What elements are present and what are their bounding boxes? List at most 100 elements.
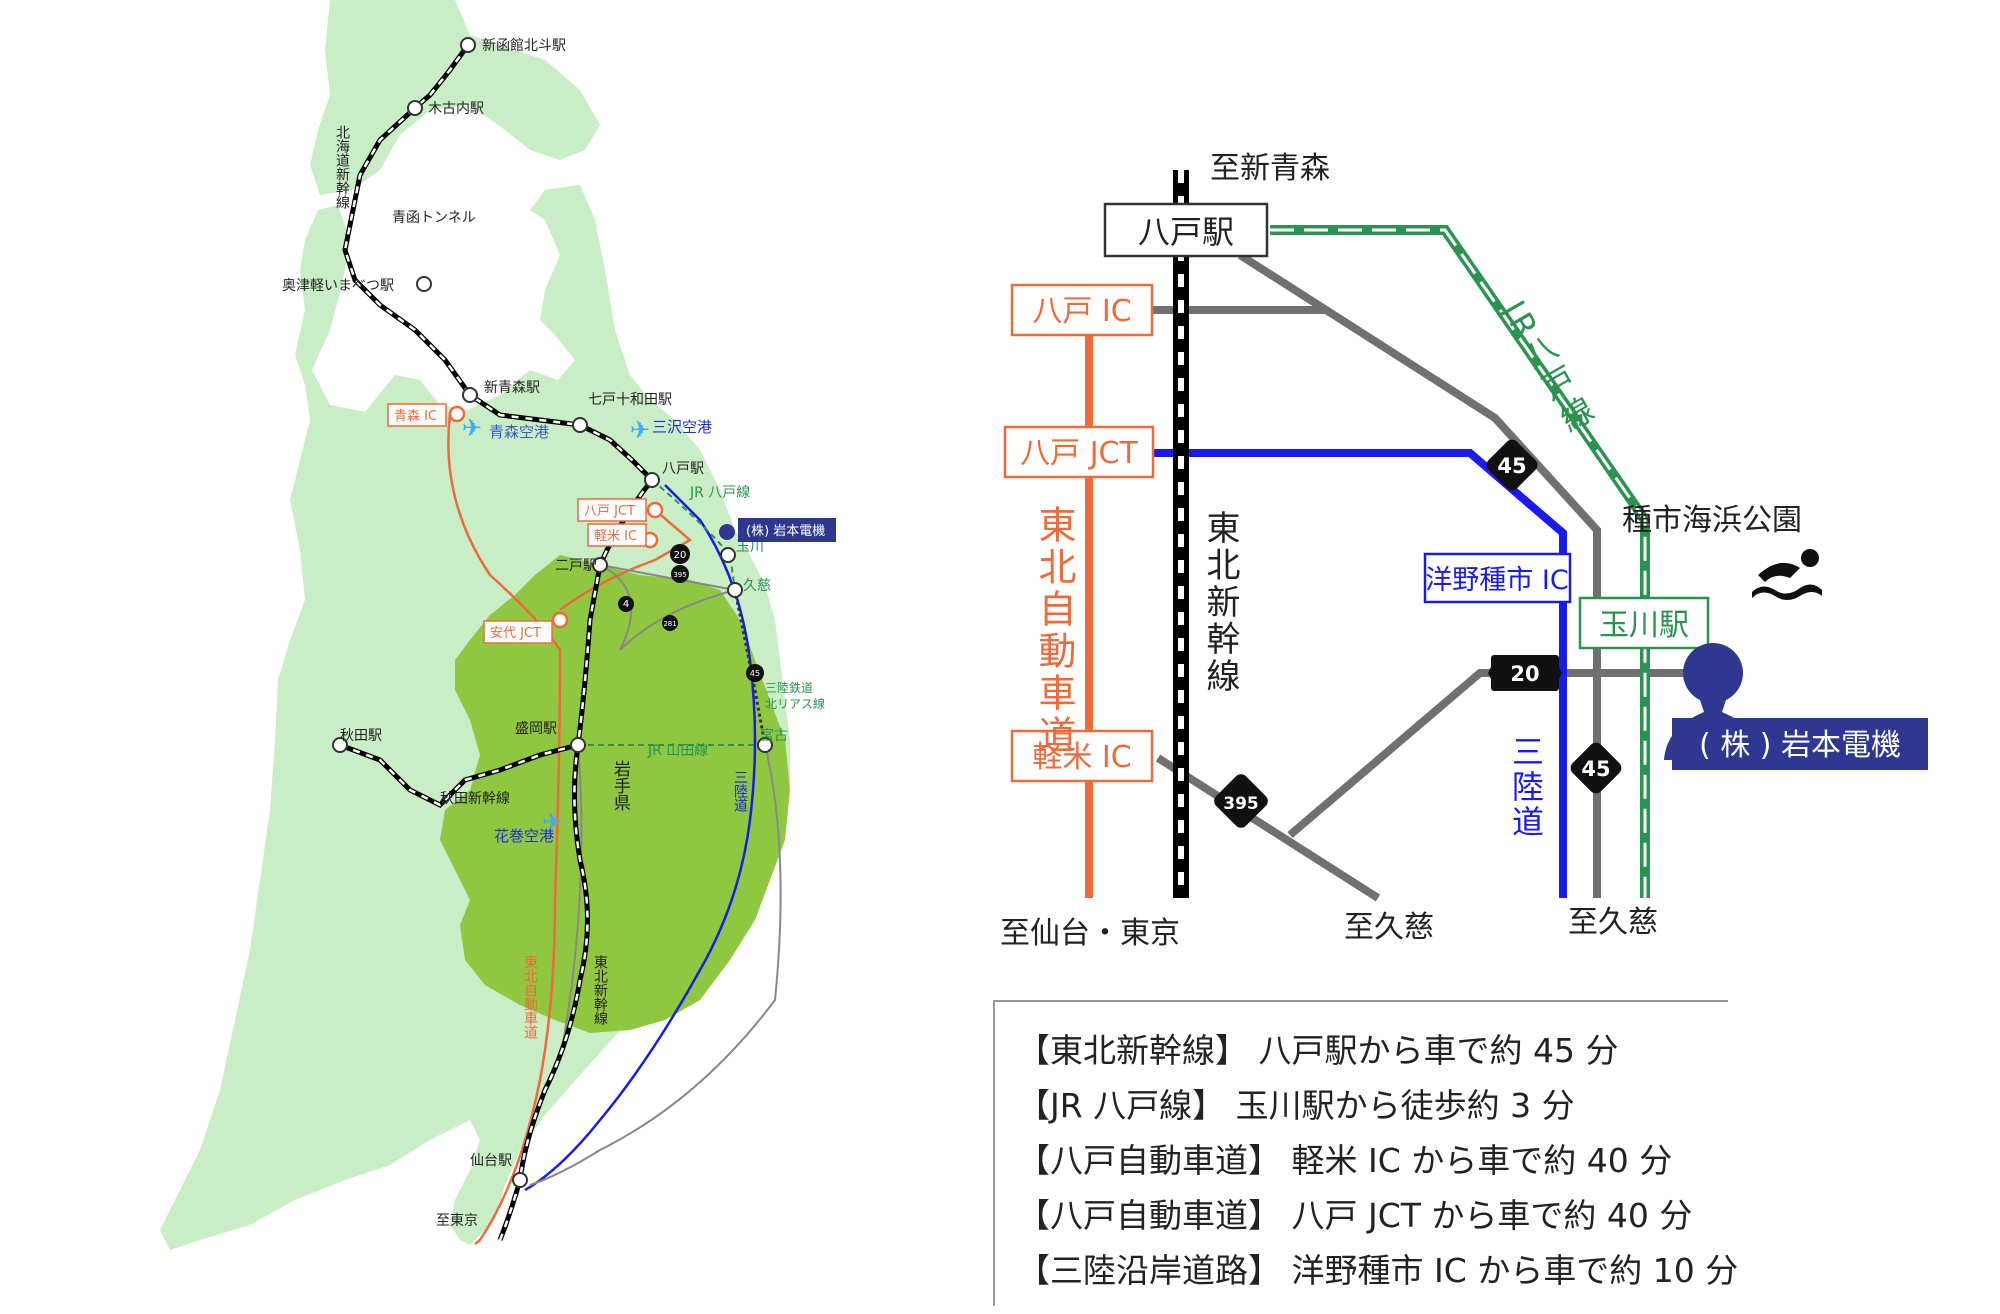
station-marker-shin-aomori [462, 387, 478, 403]
box-hirono-taneichi-ic [1423, 552, 1572, 604]
label-hokkaido-shinkansen: 北海道新幹線 [334, 125, 350, 209]
ic-marker-aomori [448, 405, 466, 423]
box-company-detail [1672, 718, 1928, 770]
label-kikonai: 木古内駅 [428, 101, 484, 117]
label-sanriku-road-detail: 三陸道 [1507, 735, 1545, 840]
box-karumai-ic [587, 523, 647, 547]
label-sanriku-road: 三陸道 [732, 770, 748, 813]
label-hachinohe-ic: 八戸 IC [1032, 294, 1131, 329]
label-to-kuji-1: 至久慈 [1344, 910, 1434, 945]
access-line-hachinohe-jct: 【八戸自動車道】 八戸 JCT から車で約 40 分 [1017, 1196, 1693, 1235]
label-aomori-airport: 青森空港 [489, 423, 549, 441]
label-akita: 秋田駅 [340, 728, 382, 744]
label-tamagawa: 玉川 [736, 539, 764, 555]
station-marker-shin-hakodate [460, 37, 476, 53]
company-marker-overview [719, 524, 735, 540]
label-company-detail: ( 株 ) 岩本電機 [1699, 728, 1901, 763]
box-hachinohe-ic [1010, 283, 1154, 337]
airport-icon-misawa: ✈ [630, 416, 650, 444]
station-marker-tamagawa [720, 547, 736, 563]
label-akita-shinkansen: 秋田新幹線 [440, 790, 510, 807]
land-iwate [440, 555, 790, 1033]
label-aomori-ic: 青森 IC [394, 409, 437, 424]
station-marker-sendai [512, 1172, 528, 1188]
access-line-shinkansen: 【東北新幹線】 八戸駅から車で約 45 分 [1017, 1031, 1619, 1070]
expressway-branch-hachinohe [559, 509, 693, 612]
sanriku-road-line [1152, 449, 1567, 898]
airport-icon-hanamaki: ✈ [542, 808, 562, 836]
label-company-overview: (株) 岩本電機 [746, 524, 825, 539]
label-karumai-ic: 軽米 IC [594, 529, 637, 544]
station-marker-morioka [570, 737, 586, 753]
label-hirono-taneichi-ic: 洋野種市 IC [1425, 565, 1568, 596]
detail-map: 45 20 395 45 八戸駅 至新青森 八戸 IC 八戸 JCT 軽米 IC… [1000, 151, 1928, 951]
label-karumai-ic-detail: 軽米 IC [1032, 740, 1131, 775]
label-tohoku-expressway: 東北自動車道 [522, 955, 538, 1040]
label-taneichi-park: 種市海浜公園 [1622, 503, 1802, 538]
land-hokkaido [310, 0, 600, 195]
swimmer-icon [1752, 549, 1822, 600]
road-route-20 [1287, 669, 1700, 839]
box-karumai-ic-detail [1010, 729, 1154, 783]
box-ashiro-jct [483, 620, 553, 644]
route-badge-45: 45 [750, 669, 760, 678]
label-tohoku-expressway-detail: 東北自動車道 [1032, 505, 1076, 757]
sanriku-railway-route [733, 589, 767, 746]
label-shin-aomori: 新青森駅 [484, 380, 540, 396]
route-badge-395-detail: 395 [1223, 794, 1259, 814]
label-sendai: 仙台駅 [470, 1153, 512, 1169]
airport-icon-aomori: ✈ [462, 414, 482, 442]
label-jr-yamada: JR 山田線 [647, 743, 708, 759]
box-aomori-ic [387, 403, 447, 427]
box-hachinohe-jct [577, 498, 647, 522]
station-marker-akita [332, 737, 348, 753]
access-line-karumai-ic: 【八戸自動車道】 軽米 IC から車で約 40 分 [1017, 1141, 1673, 1180]
road-route-395 [1155, 754, 1381, 902]
access-line-sanriku: 【三陸沿岸道路】 洋野種市 IC から車で約 10 分 [1017, 1251, 1739, 1290]
route-badge-4: 4 [623, 599, 629, 610]
label-to-tokyo: 至東京 [436, 1213, 478, 1229]
label-hachinohe: 八戸駅 [662, 461, 704, 477]
label-jr-hachinohe: JR 八戸線 [689, 485, 750, 501]
station-marker-kuji [727, 582, 743, 598]
label-kuji: 久慈 [743, 578, 771, 594]
station-marker-hachinohe [644, 472, 660, 488]
label-sanriku-rail: 三陸鉄道 [765, 680, 813, 695]
label-kita-rias: 北リアス線 [765, 696, 825, 711]
route-badge-20-detail: 20 [1510, 662, 1539, 686]
label-okutsugaru: 奥津軽いまべつ駅 [282, 277, 394, 294]
label-hachinohe-jct-detail: 八戸 JCT [1020, 436, 1138, 471]
label-shichinohe: 七戸十和田駅 [588, 392, 672, 408]
label-tamagawa-station: 玉川駅 [1599, 608, 1689, 643]
label-miyako: 宮古 [760, 728, 788, 744]
box-hachinohe-jct-detail [1003, 425, 1155, 479]
route-badge-395: 395 [673, 571, 686, 579]
label-hachinohe-jct: 八戸 JCT [584, 504, 635, 519]
box-hachinohe-station [1103, 202, 1269, 258]
label-to-kuji-2: 至久慈 [1568, 905, 1658, 940]
route-badge-45-lower: 45 [1581, 757, 1610, 781]
route-badge-45-upper: 45 [1497, 454, 1526, 478]
label-ashiro-jct: 安代 JCT [490, 626, 541, 641]
station-marker-shichinohe [572, 417, 588, 433]
box-tamagawa-station [1578, 596, 1710, 650]
label-misawa-airport: 三沢空港 [652, 418, 712, 436]
label-tohoku-shinkansen: 東北新幹線 [592, 955, 608, 1025]
label-morioka: 盛岡駅 [515, 721, 557, 737]
overview-map: 20 4 395 281 45 ✈ ✈ ✈ 新函館北斗駅 木古内駅 奥津軽いまべ… [160, 0, 836, 1250]
box-company-overview [738, 518, 836, 542]
label-iwate: 岩手県 [610, 760, 631, 811]
label-hanamaki-airport: 花巻空港 [494, 827, 554, 845]
label-ninohe: 二戸駅 [555, 558, 597, 574]
label-to-sendai-tokyo: 至仙台・東京 [1000, 916, 1180, 951]
station-marker-miyako [757, 737, 773, 753]
label-shin-hakodate: 新函館北斗駅 [482, 37, 566, 54]
station-marker-kikonai [407, 100, 423, 116]
sanriku-road-route [524, 484, 757, 1192]
label-seikan: 青函トンネル [392, 210, 476, 226]
road-hachinohe-diagonal [1237, 251, 1601, 898]
access-line-jr-hachinohe: 【JR 八戸線】 玉川駅から徒歩約 3 分 [1017, 1086, 1575, 1125]
station-marker-okutsugaru [416, 276, 432, 292]
ic-marker-hachinohe-jct [646, 501, 664, 519]
